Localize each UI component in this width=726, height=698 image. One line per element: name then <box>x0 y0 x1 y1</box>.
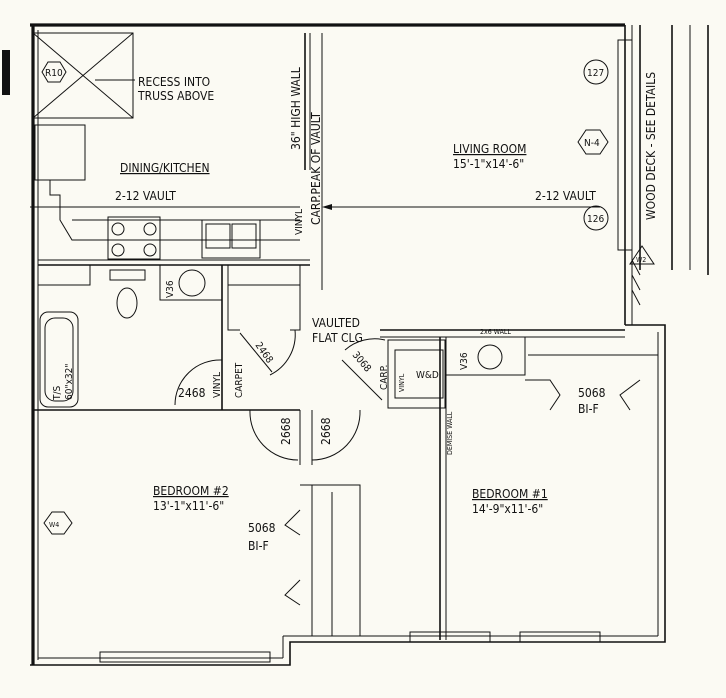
bed2-closet-type: BI-F <box>248 539 269 553</box>
range <box>107 216 161 260</box>
bed2-closet-size: 5068 <box>248 521 276 535</box>
bath-door-label: 2468 <box>178 386 206 400</box>
bath-vinyl-label: VINYL <box>212 372 223 398</box>
wd-vinyl-label: VINYL <box>398 373 406 392</box>
living-room-label: LIVING ROOM <box>453 142 526 156</box>
tag-r10: R10 <box>45 68 63 79</box>
wood-deck <box>617 25 709 306</box>
recess-area <box>32 32 135 181</box>
recess-note-1: RECESS INTO <box>138 75 210 89</box>
bed1-closet-type: BI-F <box>578 402 599 416</box>
tub-size: 60"x32" <box>64 364 75 400</box>
demise-wall-note: DEMISE WALL <box>446 411 454 455</box>
divider-walls <box>30 33 600 290</box>
deck-note: WOOD DECK - SEE DETAILS <box>644 72 658 220</box>
vault-note-right: 2-12 VAULT <box>535 189 596 203</box>
wd-carp-label: CARP. <box>379 365 390 390</box>
kitchen-sink <box>201 219 261 259</box>
hall-carpet-label: CARPET <box>234 362 245 398</box>
kitchen-vinyl-label: VINYL <box>294 209 305 235</box>
vaulted-note-2: FLAT CLG <box>312 331 363 345</box>
tub-label: T/S <box>52 385 63 401</box>
bed1-closet-size: 5068 <box>578 386 606 400</box>
bed1-door-label: 2668 <box>319 417 333 445</box>
tags <box>41 59 655 535</box>
vault-note-left: 2-12 VAULT <box>115 189 176 203</box>
living-room-size: 15'-1"x14'-6" <box>453 157 524 171</box>
tag-w4: W4 <box>49 521 59 529</box>
bedroom-1-label: BEDROOM #1 <box>472 487 548 501</box>
high-wall-note: 36" HIGH WALL <box>289 67 303 150</box>
dining-kitchen-label: DINING/KITCHEN <box>120 161 210 175</box>
bed2-door-label: 2668 <box>279 417 293 445</box>
kitchen-counter <box>38 179 310 261</box>
bath-sink <box>178 269 206 297</box>
bathtub <box>39 311 79 408</box>
bedroom-2-label: BEDROOM #2 <box>153 484 229 498</box>
tag-127: 127 <box>587 68 604 79</box>
bed1-sink <box>477 344 503 370</box>
tag-n4: N-4 <box>584 138 600 149</box>
tag-126: 126 <box>587 214 604 225</box>
wall-2x6-note: 2x6 WALL <box>480 328 511 336</box>
washer-dryer <box>394 349 444 399</box>
peak-note: CARP.PEAK OF VAULT <box>309 112 323 225</box>
vaulted-note-1: VAULTED <box>312 316 360 330</box>
toilet-tank <box>109 269 146 281</box>
bath-hall-walls <box>33 264 658 640</box>
toilet <box>116 287 138 319</box>
bath-vanity-label: V36 <box>165 280 176 298</box>
bedroom-1-size: 14'-9"x11'-6" <box>472 502 543 516</box>
bed1-vanity-label: V36 <box>459 352 470 370</box>
recess-note-2: TRUSS ABOVE <box>137 89 214 103</box>
exterior-walls <box>2 23 666 666</box>
exterior-bump <box>2 50 10 95</box>
washer-dryer-label: W&D <box>416 370 439 381</box>
tag-w2: W2 <box>636 256 646 264</box>
bedroom-2-size: 13'-1"x11'-6" <box>153 499 224 513</box>
